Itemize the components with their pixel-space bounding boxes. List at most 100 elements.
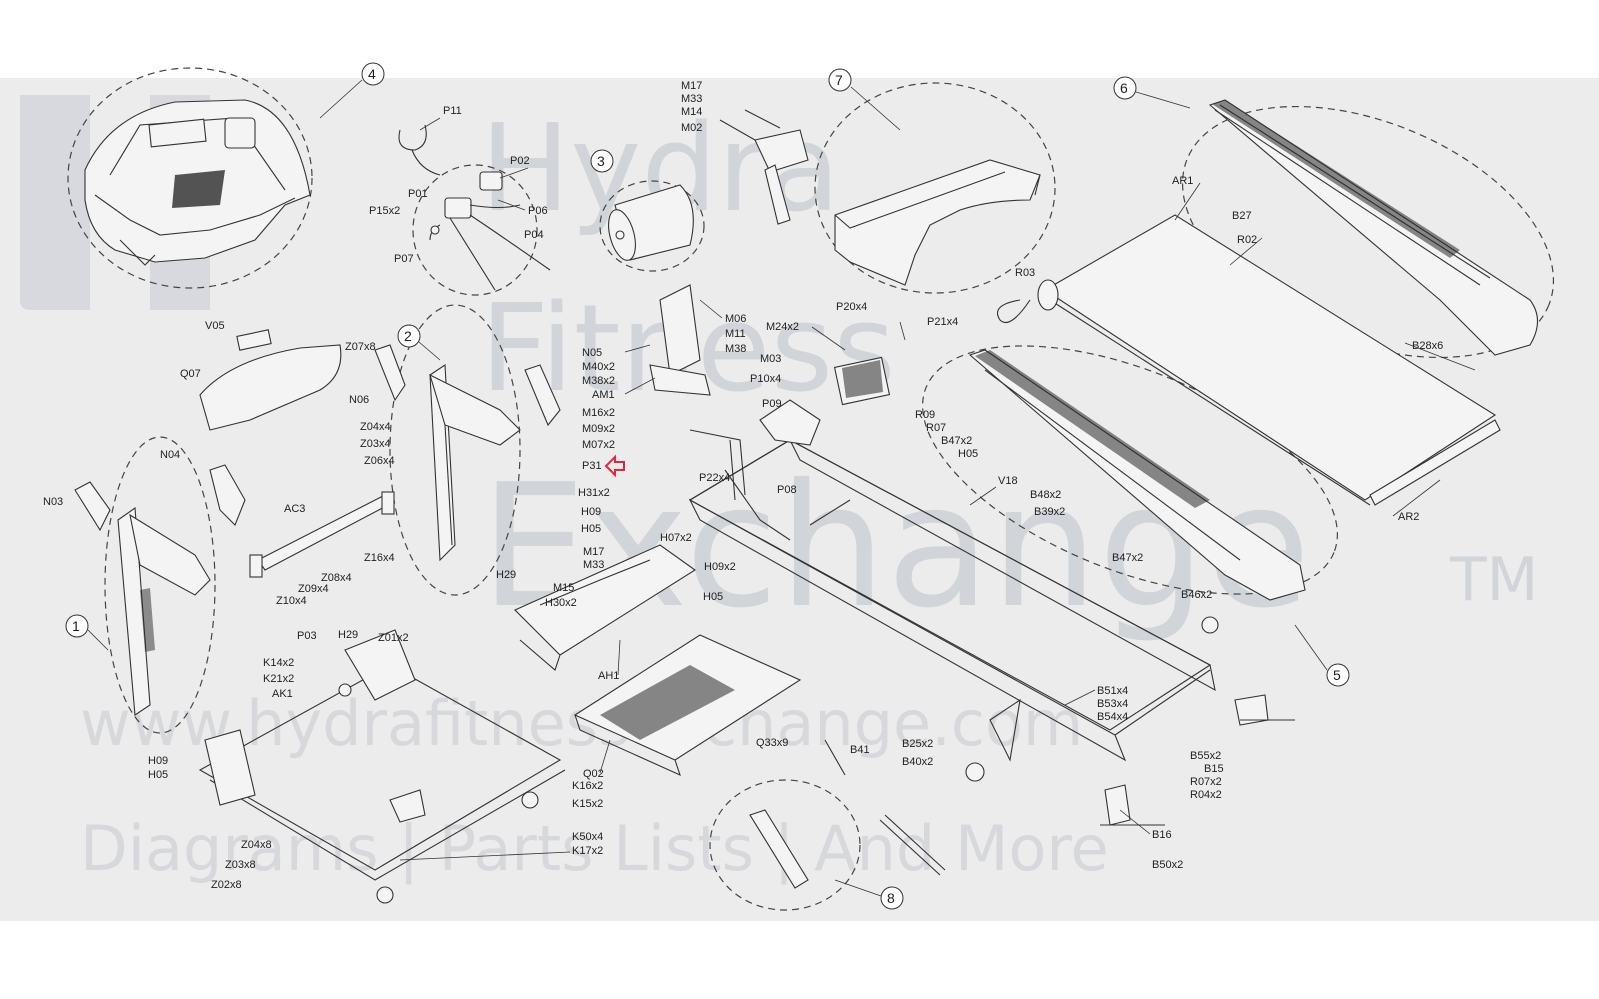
label-K15x2: K15x2: [572, 798, 603, 810]
leader-lines: [399, 117, 1476, 861]
label-H05-base: H05: [148, 769, 168, 781]
label-M02: M02: [681, 122, 702, 134]
running-deck: [996, 214, 1501, 506]
rear-feet: [338, 616, 1295, 904]
crossbar-ac3: [249, 491, 395, 578]
label-B47x2-lower: B47x2: [1112, 552, 1143, 564]
label-B54x4: B54x4: [1097, 711, 1128, 723]
label-M38x2: M38x2: [582, 375, 615, 387]
label-B25x2: B25x2: [902, 738, 933, 750]
label-M38: M38: [725, 343, 746, 355]
label-AH1: AH1: [598, 670, 619, 682]
group-8-badge: 8: [887, 890, 895, 906]
label-H31x2: H31x2: [578, 487, 610, 499]
label-P20x4: P20x4: [836, 301, 867, 313]
controller-board: [833, 356, 891, 406]
label-B40x2: B40x2: [902, 756, 933, 768]
group-2-outline: [389, 304, 521, 596]
console-tray: [199, 329, 342, 431]
label-B48x2: B48x2: [1030, 489, 1061, 501]
group-8-outline: [709, 779, 861, 911]
label-N06: N06: [349, 394, 369, 406]
label-B46x2: B46x2: [1181, 589, 1212, 601]
label-P31: P31: [582, 460, 602, 472]
label-R02: R02: [1237, 234, 1257, 246]
label-K21x2: K21x2: [263, 673, 294, 685]
label-B28x6: B28x6: [1412, 340, 1443, 352]
label-AR1: AR1: [1172, 175, 1193, 187]
label-AK1: AK1: [272, 688, 293, 700]
group-2-badge: 2: [404, 328, 412, 344]
label-M06: M06: [725, 313, 746, 325]
label-P02: P02: [510, 155, 530, 167]
label-P09: P09: [762, 398, 782, 410]
label-AM1: AM1: [592, 389, 615, 401]
motor-pan-q02: [573, 634, 802, 777]
label-H05-bracket: H05: [581, 523, 601, 535]
label-K50x4: K50x4: [572, 831, 603, 843]
watermark-website: www.hydrafitnessexchange.com: [80, 687, 1083, 760]
label-Z02x8: Z02x8: [211, 879, 242, 891]
label-Z07x8: Z07x8: [345, 341, 376, 353]
label-P07: P07: [394, 253, 414, 265]
group-7-outline: [814, 82, 1056, 294]
label-Q07: Q07: [180, 368, 201, 380]
label-H29-lower: H29: [338, 629, 358, 641]
label-N04: N04: [160, 449, 180, 461]
label-H05-frame: H05: [958, 448, 978, 460]
label-V18: V18: [998, 475, 1018, 487]
label-B15: B15: [1204, 763, 1224, 775]
label-B55x2: B55x2: [1190, 750, 1221, 762]
label-Z16x4: Z16x4: [364, 552, 395, 564]
label-M17-lower: M17: [583, 546, 604, 558]
label-V05: V05: [205, 320, 225, 332]
group-8-parts: [749, 739, 946, 889]
label-Z10x4: Z10x4: [276, 595, 307, 607]
label-B51x4: B51x4: [1097, 685, 1128, 697]
label-B39x2: B39x2: [1034, 506, 1065, 518]
label-H09-base: H09: [148, 755, 168, 767]
label-AC3: AC3: [284, 503, 305, 515]
label-Z04x4: Z04x4: [360, 421, 391, 433]
label-Z09x4: Z09x4: [298, 583, 329, 595]
handle-brackets: [74, 344, 561, 532]
group-badges: 4 2 1 3 7 6 5 8: [65, 62, 1350, 910]
label-B41: B41: [850, 744, 870, 756]
upright-left: [117, 506, 211, 716]
watermark-tagline: Diagrams | Parts Lists | And More: [80, 812, 1109, 886]
label-P08: P08: [777, 484, 797, 496]
group-4-badge: 4: [368, 66, 376, 82]
label-M09x2: M09x2: [582, 423, 615, 435]
label-M07x2: M07x2: [582, 439, 615, 451]
label-R07: R07: [926, 422, 946, 434]
label-M16x2: M16x2: [582, 407, 615, 419]
motor-bracket: [649, 284, 746, 501]
label-M33-lower: M33: [583, 559, 604, 571]
label-M11: M11: [725, 328, 746, 340]
label-Q33x9: Q33x9: [756, 737, 788, 749]
label-H09x2: H09x2: [704, 561, 736, 573]
motor-hood: [834, 159, 1041, 286]
label-R04x2: R04x2: [1190, 789, 1222, 801]
label-H07x2: H07x2: [660, 532, 692, 544]
label-P04: P04: [524, 229, 544, 241]
label-P22x4: P22x4: [699, 472, 730, 484]
label-Z04x8: Z04x8: [241, 839, 272, 851]
label-B16: B16: [1152, 829, 1172, 841]
group-7-badge: 7: [835, 72, 843, 88]
label-K14x2: K14x2: [263, 657, 294, 669]
label-H09-bracket: H09: [581, 506, 601, 518]
label-P06: P06: [528, 205, 548, 217]
label-M40x2: M40x2: [582, 361, 615, 373]
label-M33-top: M33: [681, 93, 702, 105]
label-B50x2: B50x2: [1152, 859, 1183, 871]
label-B53x4: B53x4: [1097, 698, 1128, 710]
group-1-outline: [104, 436, 216, 734]
group-6-badge: 6: [1120, 80, 1128, 96]
label-M14: M14: [681, 106, 702, 118]
label-P15x2: P15x2: [369, 205, 400, 217]
upright-right: [429, 364, 521, 562]
side-rail-lower: [968, 349, 1306, 601]
group-wiring-outline: [412, 164, 538, 296]
